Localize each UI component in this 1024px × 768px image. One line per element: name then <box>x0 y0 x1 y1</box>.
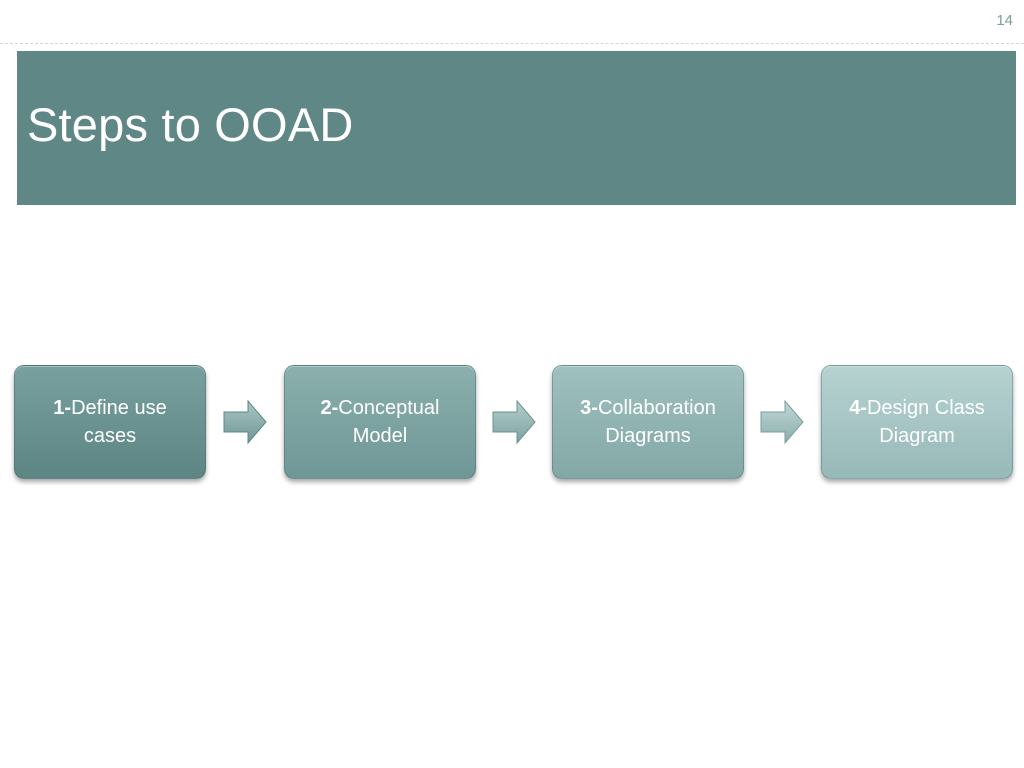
right-arrow-icon <box>223 399 267 445</box>
step-box-3: 3-Collaboration Diagrams <box>552 365 744 479</box>
step-label: Define use cases <box>71 397 167 447</box>
step-box-4: 4-Design Class Diagram <box>821 365 1013 479</box>
step-box-1: 1-Define use cases <box>14 365 206 479</box>
step-label: Design Class Diagram <box>866 397 985 447</box>
step-label: Conceptual Model <box>338 397 440 447</box>
process-flow: 1-Define use cases 2-Conceptual Model <box>0 365 1024 485</box>
step-number: 2- <box>320 397 339 419</box>
top-divider <box>0 43 1024 44</box>
step-number: 1- <box>53 397 72 419</box>
right-arrow-icon <box>760 399 804 445</box>
step-number: 3- <box>580 397 598 419</box>
step-box-2: 2-Conceptual Model <box>284 365 476 479</box>
step-label: Collaboration Diagrams <box>597 397 716 447</box>
title-band: Steps to OOAD <box>17 51 1016 205</box>
slide-title: Steps to OOAD <box>27 98 354 151</box>
step-number: 4- <box>849 397 867 419</box>
right-arrow-icon <box>492 399 536 445</box>
slide-number: 14 <box>996 12 1013 29</box>
